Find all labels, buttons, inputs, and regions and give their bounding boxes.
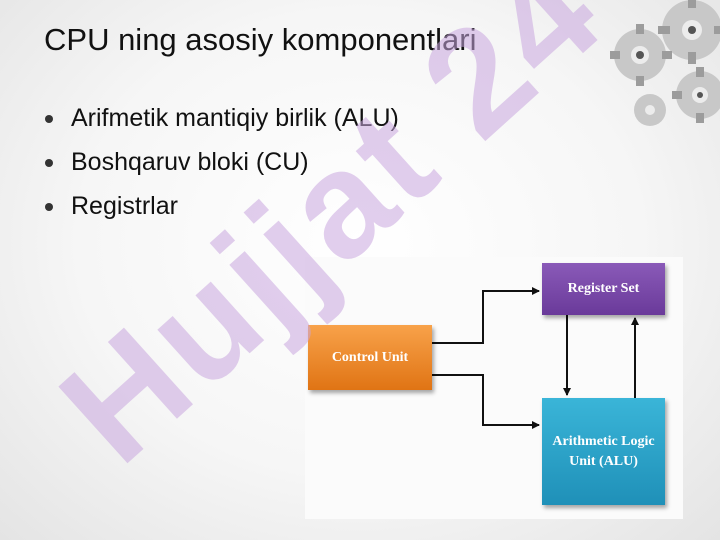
register-set-box: Register Set [542,263,665,315]
bullet-dot-icon [45,159,53,167]
arrow-control-to-register [432,287,540,344]
bullet-item-registers: Registrlar [44,190,424,223]
control-unit-box: Control Unit [308,325,432,390]
alu-box: Arithmetic Logic Unit (ALU) [542,398,665,505]
alu-label-line2: Unit (ALU) [569,453,638,469]
register-set-label: Register Set [567,281,640,296]
bullet-text: Boshqaruv bloki (CU) [71,148,309,176]
bullet-dot-icon [45,115,53,123]
gears-icon [610,0,720,126]
arrow-control-to-alu [432,374,540,429]
control-unit-label: Control Unit [331,349,409,365]
slide-title: CPU ning asosiy komponentlari [44,22,477,57]
bullet-dot-icon [45,203,53,211]
bullet-text: Registrlar [71,192,178,220]
bullet-text: Arifmetik mantiqiy birlik (ALU) [71,104,399,132]
cpu-diagram: Register Set Control Unit Arithmetic Log… [305,257,683,519]
bullet-item-alu: Arifmetik mantiqiy birlik (ALU) [44,102,424,135]
alu-label-line1: Arithmetic Logic [552,433,655,449]
bullet-list: Arifmetik mantiqiy birlik (ALU) Boshqaru… [44,102,424,234]
diagram-connectors [432,287,639,429]
bullet-item-cu: Boshqaruv bloki (CU) [44,146,424,179]
